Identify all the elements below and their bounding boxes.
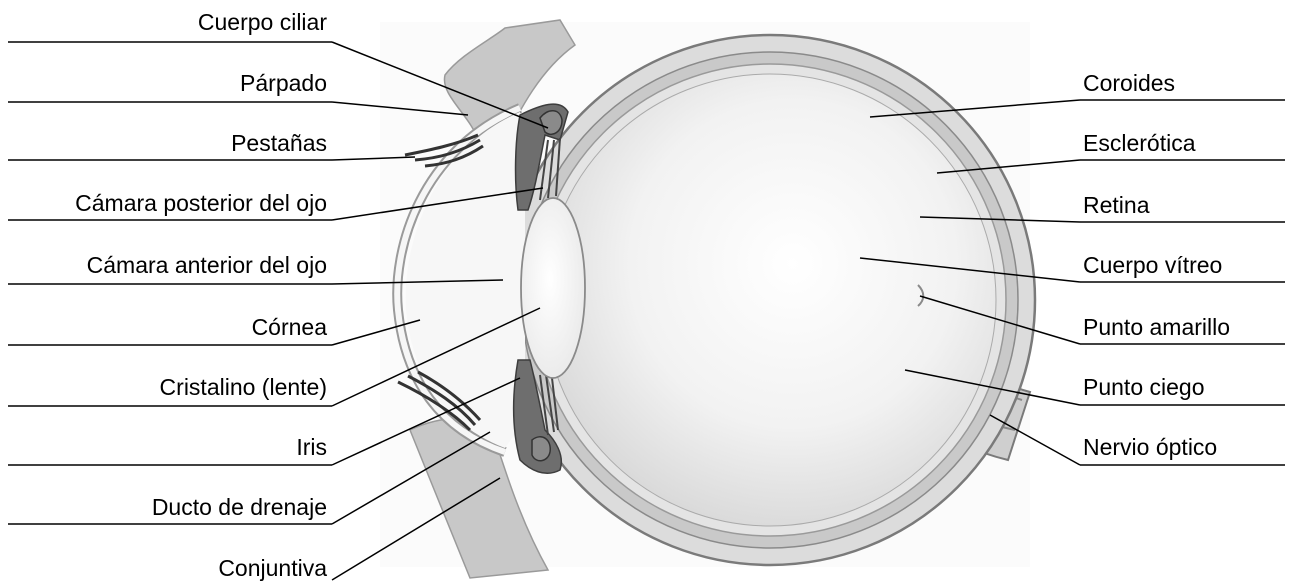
label-retina: Retina [1083,192,1149,218]
label-cuerpo-ciliar: Cuerpo ciliar [198,9,327,35]
label-esclerotica: Esclerótica [1083,130,1195,156]
vitreous-body [544,74,996,526]
label-coroides: Coroides [1083,70,1175,96]
label-parpado: Párpado [240,70,327,96]
label-conjuntiva: Conjuntiva [218,555,327,581]
label-cuerpo-vitreo: Cuerpo vítreo [1083,252,1222,278]
label-iris: Iris [296,434,327,460]
label-ducto-drenaje: Ducto de drenaje [152,494,327,520]
label-nervio-optico: Nervio óptico [1083,434,1217,460]
label-punto-ciego: Punto ciego [1083,374,1204,400]
label-camara-posterior: Cámara posterior del ojo [75,190,327,216]
label-camara-anterior: Cámara anterior del ojo [87,252,327,278]
label-punto-amarillo: Punto amarillo [1083,314,1230,340]
label-cornea: Córnea [252,314,327,340]
label-cristalino: Cristalino (lente) [160,374,327,400]
lens [521,198,585,378]
ciliary-body-lower [532,437,550,461]
label-pestanas: Pestañas [231,130,327,156]
